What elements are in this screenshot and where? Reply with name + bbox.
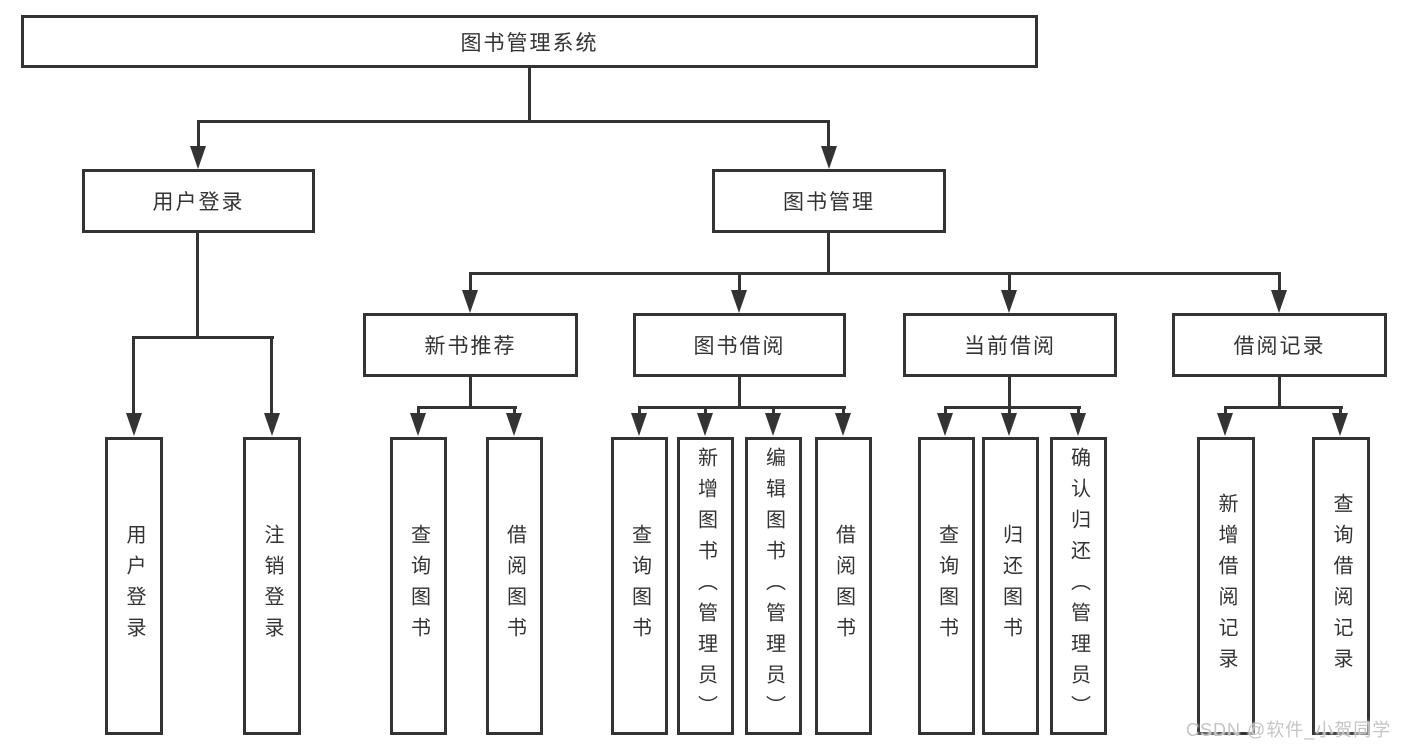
connector-line — [638, 406, 846, 409]
connector-line — [842, 406, 845, 415]
connector-line — [944, 406, 1081, 409]
leaf-records-add-record-label: 新增借阅记录 — [1215, 493, 1237, 679]
connector-line — [827, 120, 830, 150]
arrow-down-icon — [126, 413, 142, 436]
connector-line — [417, 406, 517, 409]
arrow-down-icon — [835, 413, 851, 436]
leaf-recommend-query-book-label: 查询图书 — [407, 524, 430, 648]
arrow-down-icon — [462, 290, 478, 313]
node-book-management: 图书管理 — [712, 169, 946, 233]
node-book-management-label: 图书管理 — [783, 191, 875, 214]
arrow-down-icon — [410, 413, 426, 436]
connector-line — [738, 272, 741, 293]
leaf-borrow-edit-book-admin-label: 编辑图书（管理员） — [762, 446, 785, 726]
connector-line — [528, 68, 531, 123]
csdn-watermark: CSDN @软件_小贺同学 — [1186, 720, 1392, 740]
node-borrow-records-label: 借阅记录 — [1233, 335, 1326, 358]
connector-line — [469, 272, 1281, 275]
leaf-logout-label: 注销登录 — [261, 524, 283, 648]
leaf-current-return-book: 归还图书 — [982, 437, 1039, 735]
leaf-user-login-label: 用户登录 — [123, 524, 145, 648]
leaf-logout: 注销登录 — [243, 437, 301, 735]
node-current-borrow-label: 当前借阅 — [964, 335, 1056, 358]
leaf-recommend-borrow-book: 借阅图书 — [486, 437, 543, 735]
leaf-borrow-edit-book-admin: 编辑图书（管理员） — [745, 437, 802, 735]
leaf-current-query-book: 查询图书 — [918, 437, 975, 735]
arrow-down-icon — [1332, 413, 1348, 436]
connector-line — [738, 377, 741, 408]
node-root: 图书管理系统 — [21, 15, 1038, 68]
leaf-current-confirm-return-admin: 确认归还（管理员） — [1050, 437, 1107, 735]
node-new-book-recommend-label: 新书推荐 — [424, 335, 517, 358]
leaf-borrow-add-book-admin: 新增图书（管理员） — [677, 437, 734, 735]
connector-line — [1278, 272, 1281, 293]
arrow-down-icon — [631, 413, 647, 436]
arrow-down-icon — [1271, 290, 1287, 313]
connector-line — [1077, 406, 1080, 415]
connector-line — [1224, 406, 1227, 415]
connector-line — [1008, 406, 1011, 415]
node-user-login: 用户登录 — [82, 169, 315, 233]
leaf-borrow-query-book-label: 查询图书 — [628, 524, 651, 648]
connector-line — [197, 120, 200, 150]
arrow-down-icon — [506, 413, 522, 436]
leaf-current-return-book-label: 归还图书 — [999, 524, 1022, 648]
arrow-down-icon — [1070, 413, 1086, 436]
arrow-down-icon — [697, 413, 713, 436]
arrow-down-icon — [190, 146, 206, 169]
leaf-records-add-record: 新增借阅记录 — [1197, 437, 1255, 735]
leaf-recommend-borrow-book-label: 借阅图书 — [503, 524, 526, 648]
arrow-down-icon — [821, 146, 837, 169]
arrow-down-icon — [1001, 413, 1017, 436]
arrow-down-icon — [1001, 290, 1017, 313]
node-borrow-records: 借阅记录 — [1172, 313, 1387, 377]
node-new-book-recommend: 新书推荐 — [363, 313, 578, 377]
connector-line — [1008, 272, 1011, 293]
node-current-borrow: 当前借阅 — [903, 313, 1117, 377]
node-root-label: 图书管理系统 — [460, 31, 599, 55]
arrow-down-icon — [264, 413, 280, 436]
connector-line — [513, 406, 516, 415]
connector-line — [469, 272, 472, 293]
connector-line — [1008, 377, 1011, 408]
leaf-borrow-add-book-admin-label: 新增图书（管理员） — [694, 446, 717, 726]
connector-line — [196, 233, 199, 339]
arrow-down-icon — [937, 413, 953, 436]
connector-line — [704, 406, 707, 415]
leaf-borrow-borrow-book: 借阅图书 — [815, 437, 872, 735]
leaf-records-query-record-label: 查询借阅记录 — [1330, 493, 1352, 679]
leaf-records-query-record: 查询借阅记录 — [1312, 437, 1370, 735]
connector-line — [772, 406, 775, 415]
connector-line — [638, 406, 641, 415]
arrow-down-icon — [731, 290, 747, 313]
arrow-down-icon — [765, 413, 781, 436]
node-book-borrow: 图书借阅 — [633, 313, 846, 377]
connector-line — [132, 336, 135, 415]
leaf-borrow-borrow-book-label: 借阅图书 — [832, 524, 855, 648]
node-user-login-label: 用户登录 — [152, 191, 245, 214]
leaf-user-login: 用户登录 — [105, 437, 163, 735]
node-book-borrow-label: 图书借阅 — [693, 335, 786, 358]
connector-line — [270, 336, 273, 415]
connector-line — [132, 336, 274, 339]
connector-line — [469, 377, 472, 408]
leaf-current-confirm-return-admin-label: 确认归还（管理员） — [1067, 446, 1090, 726]
connector-line — [1339, 406, 1342, 415]
leaf-borrow-query-book: 查询图书 — [611, 437, 668, 735]
leaf-current-query-book-label: 查询图书 — [935, 524, 958, 648]
connector-line — [944, 406, 947, 415]
arrow-down-icon — [1217, 413, 1233, 436]
connector-line — [417, 406, 420, 415]
leaf-recommend-query-book: 查询图书 — [390, 437, 447, 735]
connector-line — [197, 120, 830, 123]
connector-line — [1224, 406, 1343, 409]
connector-line — [1278, 377, 1281, 408]
connector-line — [827, 233, 830, 275]
